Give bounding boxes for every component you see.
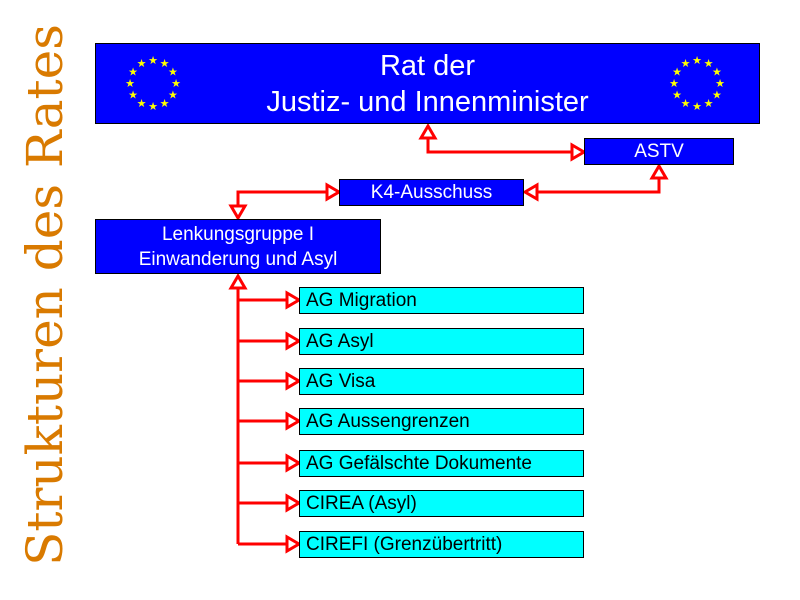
star-icon: ★ [692,55,702,67]
star-icon: ★ [137,98,147,110]
working-group-box: AG Asyl [299,328,584,355]
star-icon: ★ [171,78,181,90]
star-icon: ★ [160,98,170,110]
arrowhead-icon [325,182,342,202]
steering-line2: Einwanderung und Asyl [138,248,338,270]
arrowhead-icon [285,411,302,431]
arrowhead-icon [285,371,302,391]
star-icon: ★ [681,58,691,70]
arrowhead-icon [522,182,539,202]
star-icon: ★ [148,55,158,67]
star-icon: ★ [128,90,138,102]
star-icon: ★ [168,67,178,79]
arrowhead-icon [228,204,248,221]
star-icon: ★ [669,78,679,90]
star-icon: ★ [704,98,714,110]
eu-stars-icon: ★★★★★★★★★★★★★★★★★★★★★★★★ [125,55,725,113]
star-icon: ★ [148,101,158,113]
star-icon: ★ [681,98,691,110]
arrowhead-icon [570,142,587,162]
k4-committee-box: K4-Ausschuss [339,179,524,206]
star-icon: ★ [715,78,725,90]
star-icon: ★ [704,58,714,70]
working-group-box: CIREFI (Grenzübertritt) [299,531,584,558]
arrowhead-icon [285,331,302,351]
council-title-line1: Rat der [379,49,476,82]
star-icon: ★ [137,58,147,70]
arrowhead-icon [285,290,302,310]
council-box: Rat der Justiz- und Innenminister [95,43,760,124]
arrowhead-icon [285,534,302,554]
connector-line [525,166,661,194]
arrowhead-icon [285,493,302,513]
star-icon: ★ [712,67,722,79]
arrowhead-icon [418,123,438,140]
connector-line [236,190,339,218]
working-group-box: CIREA (Asyl) [299,490,584,517]
working-group-box: AG Migration [299,287,584,314]
arrowhead-icon [649,163,669,180]
arrowhead-icon [285,453,302,473]
working-group-box: AG Gefälschte Dokumente [299,450,584,477]
star-icon: ★ [672,67,682,79]
arrowhead-icon [228,273,248,290]
working-group-box: AG Aussengrenzen [299,408,584,435]
star-icon: ★ [125,78,135,90]
star-icon: ★ [672,90,682,102]
working-group-box: AG Visa [299,368,584,395]
steering-line1: Lenkungsgruppe I [161,223,315,245]
star-icon: ★ [692,101,702,113]
star-icon: ★ [712,90,722,102]
star-icon: ★ [160,58,170,70]
steering-group-box: Lenkungsgruppe I Einwanderung und Asyl [95,219,381,274]
star-icon: ★ [168,90,178,102]
astv-box: ASTV [584,138,734,165]
star-icon: ★ [128,67,138,79]
council-title-line2: Justiz- und Innenminister [266,85,589,118]
